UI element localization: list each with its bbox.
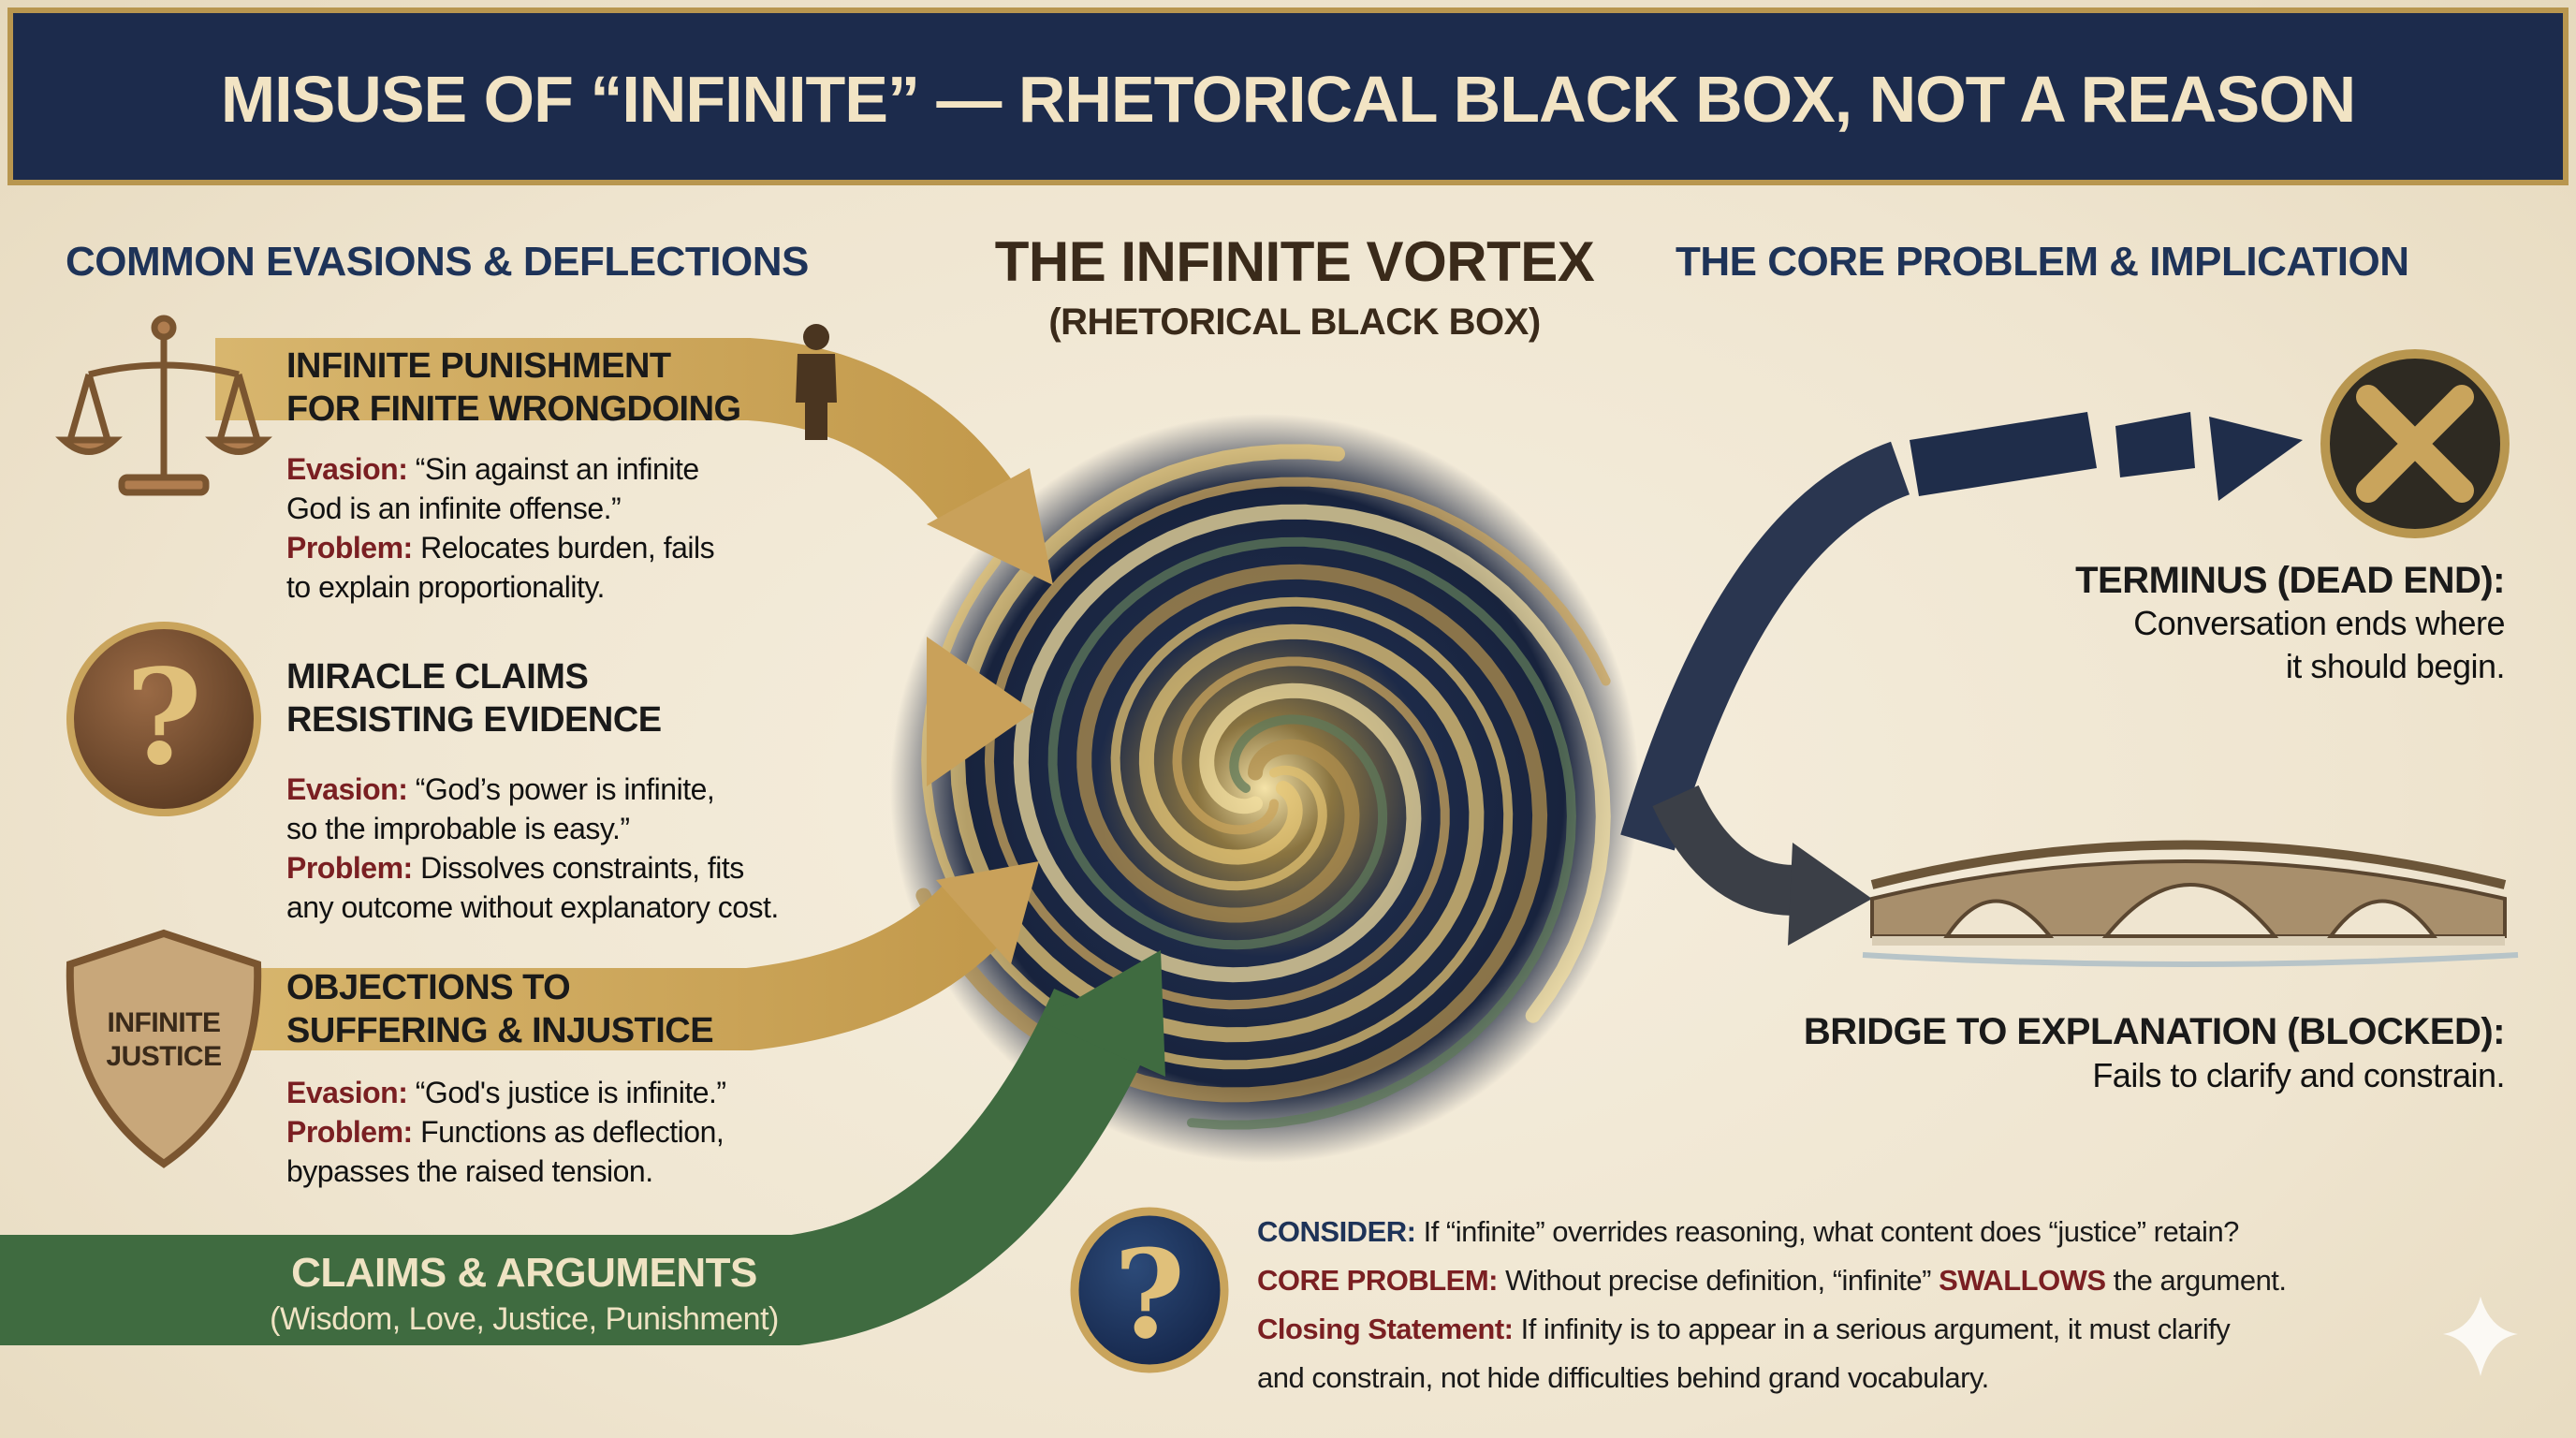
closing-label: Closing Statement: bbox=[1257, 1313, 1514, 1345]
evasion-label: Evasion: bbox=[286, 452, 408, 486]
terminus-text: Conversation ends where bbox=[2133, 604, 2505, 642]
item-title-line: OBJECTIONS TO bbox=[286, 968, 571, 1007]
evasion-arrow-1 bbox=[215, 338, 1053, 585]
infinite-vortex bbox=[890, 414, 1639, 1163]
vortex-subheading: (RHETORICAL BLACK BOX) bbox=[1048, 301, 1541, 343]
page-title: MISUSE OF “INFINITE” — RHETORICAL BLACK … bbox=[220, 63, 2356, 136]
claims-title: CLAIMS & ARGUMENTS bbox=[291, 1250, 757, 1296]
svg-text:?: ? bbox=[125, 641, 202, 795]
bridge-title: BRIDGE TO EXPLANATION (BLOCKED): bbox=[1803, 1011, 2506, 1052]
closing-text: and constrain, not hide difficulties beh… bbox=[1257, 1361, 1989, 1394]
item-title-line: SUFFERING & INJUSTICE bbox=[286, 1011, 714, 1050]
closing-text: If infinity is to appear in a serious ar… bbox=[1520, 1313, 2231, 1345]
terminus-block: TERMINUS (DEAD END): Conversation ends w… bbox=[2075, 560, 2505, 688]
vortex-spiral-arm bbox=[1047, 536, 1576, 1130]
consider-question-icon: ? bbox=[1070, 1207, 1229, 1373]
evasion-label: Evasion: bbox=[286, 1076, 408, 1109]
evasion-arrow-3 bbox=[215, 861, 1039, 1050]
consider-text: If “infinite” overrides reasoning, what … bbox=[1423, 1215, 2240, 1248]
person-silhouette-icon bbox=[796, 324, 837, 440]
vortex-heading: THE INFINITE VORTEX bbox=[994, 230, 1595, 293]
item-title-line: RESISTING EVIDENCE bbox=[286, 700, 662, 740]
vortex-spiral-arm bbox=[915, 564, 1548, 1103]
problem-text: Relocates burden, fails bbox=[420, 531, 715, 565]
dead-end-x-icon bbox=[2320, 349, 2510, 538]
evasion-text: “God's justice is infinite.” bbox=[415, 1076, 726, 1109]
item-title-line: FOR FINITE WRONGDOING bbox=[286, 389, 741, 429]
sparkle-icon bbox=[2443, 1297, 2518, 1376]
evasion-arrow-2 bbox=[215, 637, 1034, 786]
claims-arrow bbox=[0, 950, 1165, 1345]
left-column-heading: COMMON EVASIONS & DEFLECTIONS bbox=[66, 239, 809, 285]
scales-icon bbox=[55, 315, 272, 496]
problem-text: to explain proportionality. bbox=[286, 570, 605, 604]
shield-label: INFINITE JUSTICE bbox=[70, 1006, 257, 1074]
problem-label: Problem: bbox=[286, 531, 413, 565]
shield-label-line: JUSTICE bbox=[106, 1041, 222, 1072]
vortex-spiral-arm bbox=[1013, 504, 1611, 1023]
core-problem-emphasis: SWALLOWS bbox=[1939, 1264, 2106, 1297]
svg-text:?: ? bbox=[1114, 1223, 1185, 1366]
evasion-label: Evasion: bbox=[286, 772, 408, 806]
item-title-line: INFINITE PUNISHMENT bbox=[286, 346, 671, 386]
consider-label: CONSIDER: bbox=[1257, 1215, 1416, 1248]
consider-block: CONSIDER: If “infinite” overrides reason… bbox=[1257, 1208, 2287, 1402]
core-problem-label: CORE PROBLEM: bbox=[1257, 1264, 1499, 1297]
dead-end-arrow bbox=[1620, 412, 2303, 851]
evasion-text: “Sin against an infinite bbox=[415, 452, 699, 486]
bridge-icon bbox=[1862, 840, 2519, 967]
shield-label-line: INFINITE bbox=[107, 1007, 222, 1038]
item-title-line: MIRACLE CLAIMS bbox=[286, 657, 589, 697]
evasion-text: so the improbable is easy.” bbox=[286, 812, 630, 845]
core-problem-text: the argument. bbox=[2113, 1264, 2287, 1297]
claims-subtitle: (Wisdom, Love, Justice, Punishment) bbox=[270, 1301, 779, 1337]
evasion-text: God is an infinite offense.” bbox=[286, 492, 622, 525]
problem-label: Problem: bbox=[286, 851, 413, 885]
problem-text: Functions as deflection, bbox=[420, 1115, 724, 1149]
evasion-item-suffering-injustice: OBJECTIONS TO SUFFERING & INJUSTICE Evas… bbox=[286, 966, 726, 1191]
vortex-spiral-arm bbox=[984, 477, 1611, 1010]
problem-text: bypasses the raised tension. bbox=[286, 1154, 653, 1188]
terminus-title: TERMINUS (DEAD END): bbox=[2075, 560, 2505, 601]
vortex-spiral-arm bbox=[950, 444, 1485, 1043]
evasion-item-miracle-claims: MIRACLE CLAIMS RESISTING EVIDENCE Evasio… bbox=[286, 655, 779, 927]
evasion-text: “God’s power is infinite, bbox=[415, 772, 715, 806]
shield-icon bbox=[66, 929, 262, 1168]
bridge-text: Fails to clarify and constrain. bbox=[2092, 1056, 2505, 1094]
question-mark-icon: ? bbox=[66, 622, 261, 816]
terminus-text: it should begin. bbox=[2285, 647, 2506, 685]
bridge-arrow bbox=[1652, 785, 1872, 946]
problem-text: any outcome without explanatory cost. bbox=[286, 890, 779, 924]
right-column-heading: THE CORE PROBLEM & IMPLICATION bbox=[1676, 239, 2409, 285]
problem-label: Problem: bbox=[286, 1115, 413, 1149]
core-problem-text: Without precise definition, “infinite” bbox=[1505, 1264, 1931, 1297]
title-banner: MISUSE OF “INFINITE” — RHETORICAL BLACK … bbox=[7, 7, 2569, 185]
problem-text: Dissolves constraints, fits bbox=[420, 851, 744, 885]
bridge-block: BRIDGE TO EXPLANATION (BLOCKED): Fails t… bbox=[1803, 1011, 2506, 1098]
evasion-item-infinite-punishment: INFINITE PUNISHMENT FOR FINITE WRONGDOIN… bbox=[286, 345, 741, 607]
